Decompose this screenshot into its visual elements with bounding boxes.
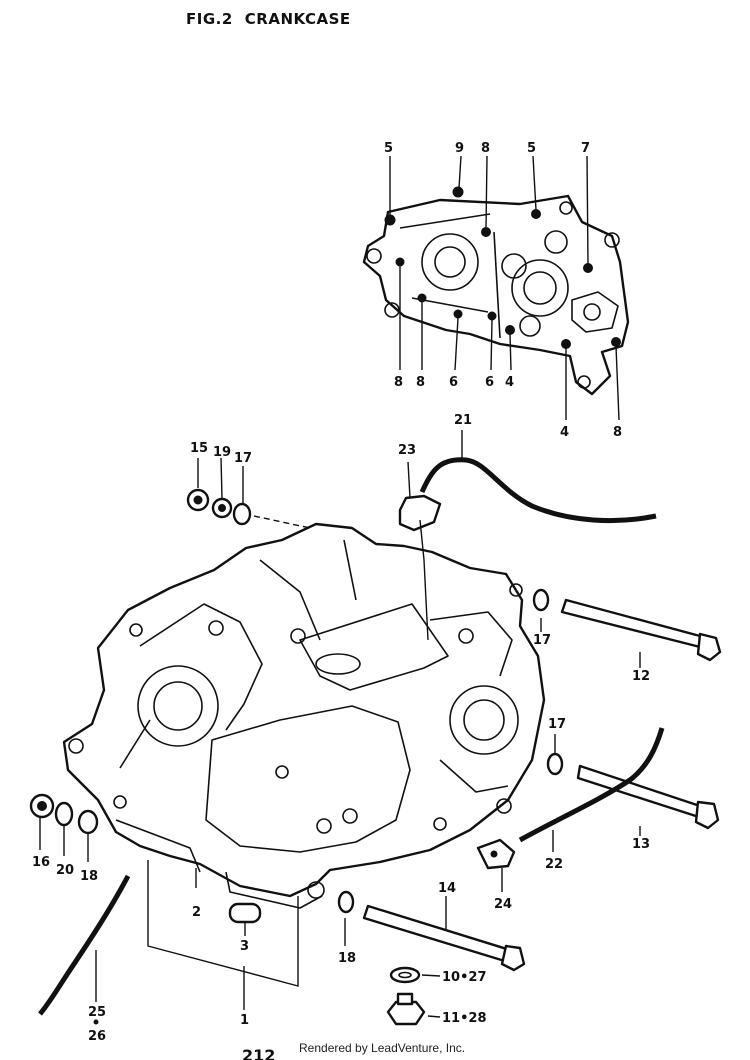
callout-20: 20 [56, 863, 74, 878]
callout-15: 15 [190, 441, 208, 456]
callout-22: 22 [545, 857, 563, 872]
callout-17c: 17 [548, 717, 566, 732]
callout-24: 24 [494, 897, 512, 912]
callout-1: 1 [240, 1013, 249, 1028]
callout-10-27: 10•27 [442, 970, 487, 985]
drain-hose-25 [38, 874, 131, 1025]
nuts-and-washers-bottom-left [29, 793, 99, 862]
callout-17a: 17 [234, 451, 252, 466]
callout-13: 13 [632, 837, 650, 852]
figure-number: FIG.2 [186, 10, 233, 28]
assembly-bracket-1 [147, 860, 299, 1010]
clamp-24 [476, 838, 516, 892]
callout-4b: 4 [560, 425, 569, 440]
stud-bolt-12 [532, 588, 722, 668]
breather-hose-and-cap [398, 430, 657, 641]
callout-19: 19 [213, 445, 231, 460]
callout-5a: 5 [384, 141, 393, 156]
callout-17b: 17 [533, 633, 551, 648]
callout-21: 21 [454, 413, 472, 428]
callout-8a: 8 [481, 141, 490, 156]
render-credit: Rendered by LeadVenture, Inc. [299, 1041, 466, 1055]
callout-3: 3 [240, 939, 249, 954]
callout-6b: 6 [485, 375, 494, 390]
callout-14: 14 [438, 881, 456, 896]
nuts-and-washers-top-left [186, 457, 311, 529]
callout-6a: 6 [449, 375, 458, 390]
dowel-pin-3 [195, 868, 262, 936]
figure-name: CRANKCASE [244, 10, 351, 28]
crankcase-assembly [62, 522, 546, 909]
callout-23: 23 [398, 443, 416, 458]
callout-8b: 8 [394, 375, 403, 390]
callout-16: 16 [32, 855, 50, 870]
figure-title: FIG.2 CRANKCASE [186, 10, 351, 28]
stud-bolt-14 [337, 890, 526, 972]
callout-4a: 4 [505, 375, 514, 390]
page-number: 212 [242, 1046, 276, 1060]
callout-8d: 8 [613, 425, 622, 440]
callout-11-28: 11•28 [442, 1011, 487, 1026]
callout-9: 9 [455, 141, 464, 156]
callout-labels: 5 9 8 5 7 8 8 6 6 4 4 8 21 23 15 19 17 1… [32, 141, 650, 1044]
callout-8c: 8 [416, 375, 425, 390]
crankcase-half-inset [362, 155, 630, 421]
callout-7: 7 [581, 141, 590, 156]
callout-2: 2 [192, 905, 201, 920]
stud-bolt-13 [518, 727, 720, 852]
drain-plug-and-gasket [386, 966, 441, 1026]
callout-12: 12 [632, 669, 650, 684]
callout-25: 25 [88, 1005, 106, 1020]
callout-26: 26 [88, 1029, 106, 1044]
callout-18b: 18 [338, 951, 356, 966]
callout-18a: 18 [80, 869, 98, 884]
callout-5b: 5 [527, 141, 536, 156]
